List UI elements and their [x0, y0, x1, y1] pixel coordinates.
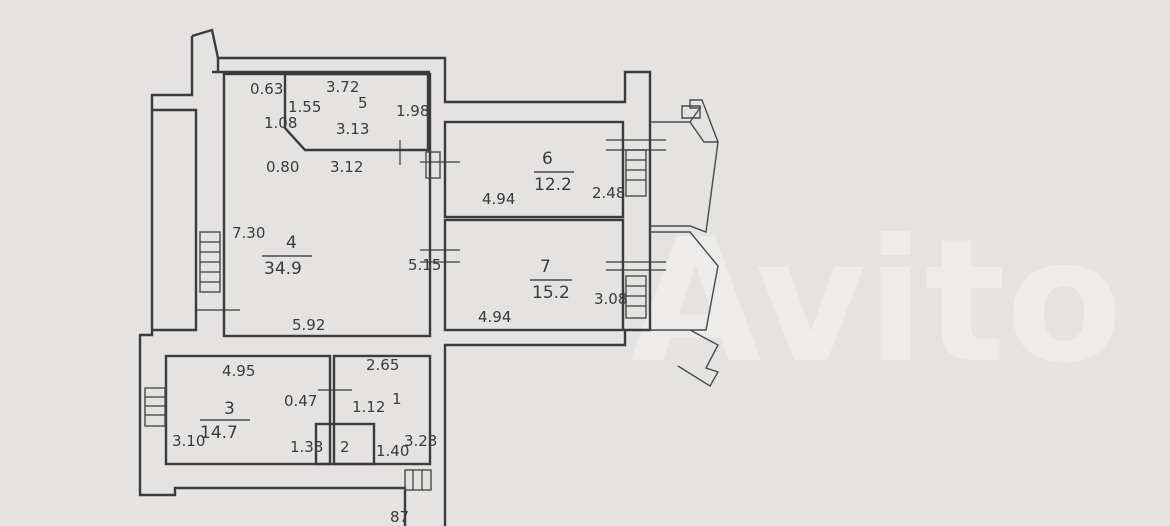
- dim-592: 5.92: [292, 316, 325, 334]
- dim-155: 1.55: [288, 98, 321, 116]
- room-3-number: 3: [224, 399, 235, 419]
- room-2-outline: [314, 422, 376, 466]
- dim-494a: 4.94: [482, 190, 515, 208]
- dim-198: 1.98: [396, 102, 429, 120]
- dim-063: 0.63: [250, 80, 283, 98]
- dim-495: 4.95: [222, 362, 255, 380]
- dim-494b: 4.94: [478, 308, 511, 326]
- room-4-number: 4: [286, 233, 297, 253]
- dim-112: 1.12: [352, 398, 385, 416]
- room-3-area: 14.7: [200, 423, 238, 443]
- room-7-number: 7: [540, 257, 551, 277]
- room-6-outline: [443, 120, 625, 219]
- balconies: [650, 99, 720, 387]
- dim-265: 2.65: [366, 356, 399, 374]
- room-6-area: 12.2: [534, 175, 572, 195]
- room-1-number: 1: [392, 390, 402, 408]
- room-3-outline: [164, 354, 332, 466]
- dim-730: 7.30: [232, 224, 265, 242]
- room-6-number: 6: [542, 149, 553, 169]
- room-7-outline: [443, 218, 625, 332]
- room-5-number: 5: [358, 94, 368, 112]
- dim-308: 3.08: [594, 290, 627, 308]
- dim-248: 2.48: [592, 184, 625, 202]
- dim-108: 1.08: [264, 114, 297, 132]
- watermark-text: Avito: [630, 203, 1123, 401]
- room-5-outline: [283, 72, 430, 152]
- room-1-outline: [332, 354, 432, 466]
- dim-312: 3.12: [330, 158, 363, 176]
- dim-080: 0.80: [266, 158, 299, 176]
- dim-310: 3.10: [172, 432, 205, 450]
- windows: [144, 149, 647, 491]
- dim-515: 5.15: [408, 256, 441, 274]
- room-2-number: 2: [340, 438, 350, 456]
- exterior-walls: [138, 28, 652, 526]
- dim-323: 3.23: [404, 432, 437, 450]
- dim-140: 1.40: [376, 442, 409, 460]
- dim-313: 3.13: [336, 120, 369, 138]
- dim-87: 87: [390, 508, 409, 526]
- dim-133: 1.33: [290, 438, 323, 456]
- room-4-area: 34.9: [264, 259, 302, 279]
- door-marks: [196, 139, 666, 391]
- dim-047: 0.47: [284, 392, 317, 410]
- dim-372: 3.72: [326, 78, 359, 96]
- room-7-area: 15.2: [532, 283, 570, 303]
